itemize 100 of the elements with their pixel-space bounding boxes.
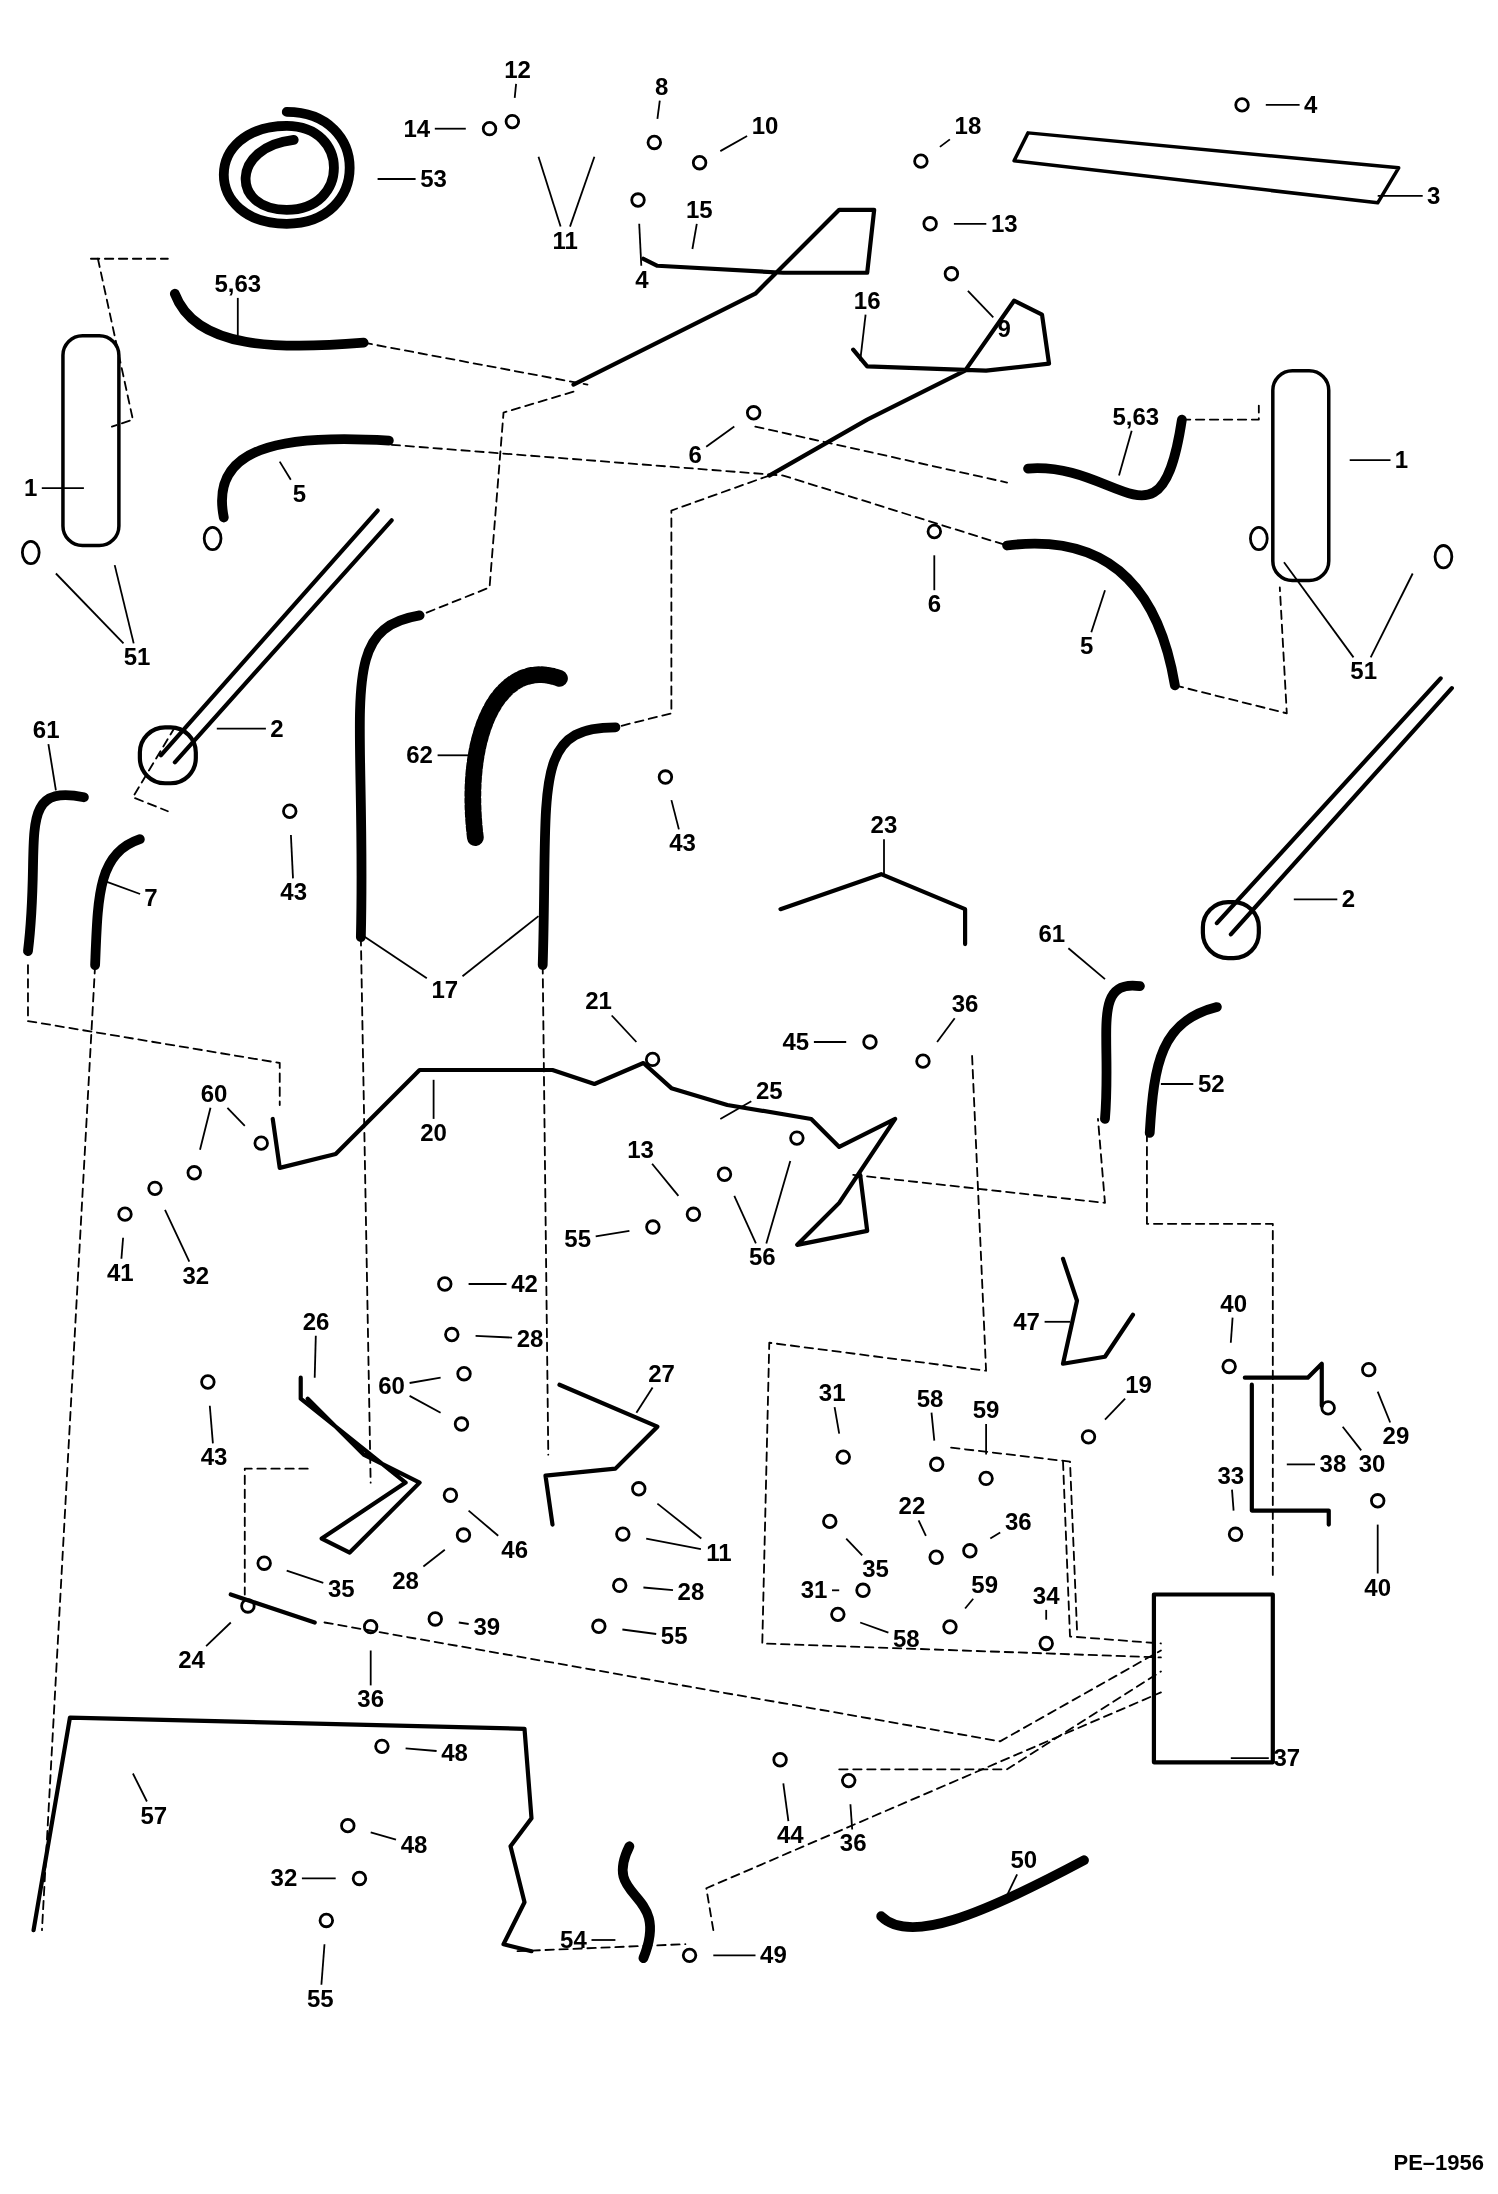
- callout-number: 51: [1345, 657, 1382, 686]
- leader-line: [113, 564, 135, 645]
- callout-number: 18: [949, 111, 986, 140]
- callout-number: 4: [1299, 90, 1322, 119]
- leader-line: [433, 127, 467, 130]
- leader-line: [404, 1747, 438, 1752]
- leader-line: [1376, 1523, 1379, 1575]
- leader-line: [656, 99, 661, 120]
- leader-line: [917, 1519, 927, 1537]
- callout-number: 3: [1422, 181, 1445, 210]
- callout-number: 29: [1377, 1422, 1414, 1451]
- leader-line: [1285, 1463, 1316, 1466]
- leader-line: [369, 1649, 372, 1687]
- leader-line: [408, 1395, 442, 1414]
- leader-line: [369, 1831, 397, 1841]
- callout-number: 30: [1354, 1450, 1391, 1479]
- leader-line: [833, 1406, 841, 1435]
- leader-line: [205, 1621, 232, 1648]
- callout-number: 13: [986, 209, 1023, 238]
- leader-line: [47, 743, 57, 792]
- leader-line: [933, 554, 936, 592]
- callout-number: 5: [288, 479, 311, 508]
- callout-number: 6: [684, 440, 707, 469]
- leader-line: [537, 155, 562, 228]
- callout-number: 40: [1215, 1289, 1252, 1318]
- callout-number: 35: [323, 1574, 360, 1603]
- leader-line: [55, 572, 125, 645]
- callout-number: 54: [555, 1926, 592, 1954]
- leader-line: [1292, 898, 1339, 901]
- leader-line: [215, 727, 267, 730]
- callout-number: 13: [622, 1135, 659, 1164]
- leader-line: [467, 1509, 500, 1537]
- leader-line: [719, 1100, 753, 1120]
- leader-line: [642, 1586, 674, 1591]
- leader-line: [859, 1621, 890, 1634]
- leader-line: [513, 83, 517, 99]
- callout-number: 36: [352, 1685, 389, 1714]
- leader-line: [40, 487, 85, 489]
- callout-number: 10: [747, 111, 784, 140]
- leader-line: [883, 838, 885, 876]
- callout-number: 27: [643, 1359, 680, 1388]
- callout-number: 2: [265, 714, 288, 743]
- callout-number: 16: [849, 286, 886, 315]
- leader-line: [610, 1014, 638, 1043]
- leader-line: [1376, 1390, 1392, 1424]
- callout-number: 39: [468, 1612, 505, 1641]
- callout-number: 8: [650, 72, 673, 101]
- callout-number: 11: [700, 1538, 737, 1567]
- leader-line: [712, 1954, 757, 1957]
- callout-number: 45: [777, 1028, 814, 1056]
- callout-number: 41: [102, 1258, 139, 1287]
- leader-line: [645, 1537, 702, 1550]
- callout-number: 21: [580, 987, 617, 1016]
- callout-number: 28: [672, 1577, 709, 1606]
- callout-number: 22: [893, 1492, 930, 1521]
- leader-line: [132, 1772, 148, 1803]
- callout-number: 11: [547, 226, 584, 255]
- callout-number: 58: [912, 1384, 949, 1413]
- leader-line: [474, 1334, 513, 1339]
- leader-line: [320, 1943, 326, 1986]
- leader-line: [705, 425, 736, 448]
- callout-number: 36: [947, 990, 984, 1019]
- callout-number: 51: [119, 643, 156, 672]
- leader-line: [936, 1017, 956, 1043]
- callout-number: 60: [196, 1079, 232, 1108]
- leader-line: [782, 1782, 790, 1822]
- leader-line: [376, 178, 417, 180]
- leader-line: [989, 1531, 1002, 1540]
- callout-number: 55: [656, 1622, 693, 1651]
- callout-number: 52: [1193, 1070, 1230, 1098]
- callout-number: 47: [1008, 1307, 1045, 1336]
- leader-line: [594, 1229, 631, 1238]
- callout-number: 55: [302, 1984, 339, 2013]
- callout-number: 36: [1000, 1507, 1037, 1536]
- callout-number: 28: [512, 1324, 549, 1353]
- callout-number: 42: [506, 1270, 543, 1298]
- callout-number: 19: [1120, 1370, 1157, 1399]
- callout-number: 49: [755, 1941, 792, 1970]
- leader-line: [461, 915, 540, 978]
- leader-line: [964, 1597, 975, 1610]
- callout-number: 33: [1212, 1461, 1249, 1490]
- callout-number: 36: [835, 1829, 872, 1858]
- callout-number: 62: [401, 741, 438, 770]
- callout-number: 5: [1075, 632, 1098, 661]
- leader-line: [859, 313, 867, 362]
- leader-line: [164, 1209, 191, 1263]
- leader-line: [1231, 1488, 1235, 1512]
- leader-line: [953, 222, 988, 225]
- leader-line: [719, 135, 748, 152]
- leader-line: [1229, 1316, 1234, 1344]
- callout-number: 1: [1390, 446, 1413, 475]
- leader-line: [1160, 1083, 1195, 1085]
- leader-line: [436, 754, 470, 757]
- leader-line: [691, 222, 698, 250]
- callout-number: 23: [865, 811, 902, 840]
- leader-line: [930, 1411, 936, 1442]
- leader-line: [733, 1195, 757, 1245]
- callout-number: 7: [140, 883, 163, 912]
- leader-line: [432, 1078, 435, 1120]
- leader-line: [638, 222, 643, 267]
